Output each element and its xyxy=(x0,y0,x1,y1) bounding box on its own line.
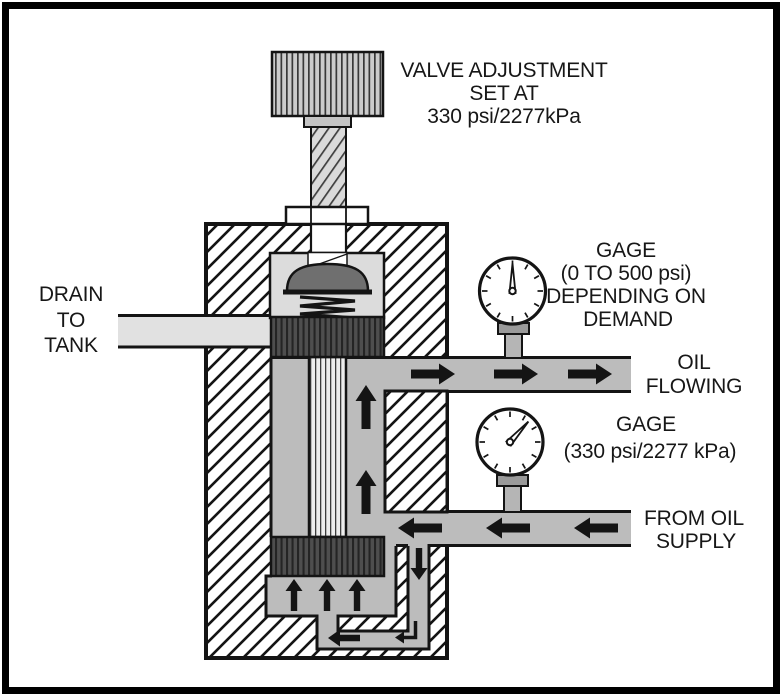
label-line: GAGE xyxy=(616,413,676,436)
label-line: GAGE xyxy=(596,239,656,262)
valve-spring xyxy=(299,295,356,320)
label-valve-adjustment: VALVE ADJUSTMENT SET AT 330 psi/2277kPa xyxy=(400,59,608,128)
label-line: SET AT xyxy=(469,82,539,105)
label-line: FROM OIL xyxy=(644,507,744,530)
label-line: VALVE ADJUSTMENT xyxy=(400,59,608,82)
adjustment-knob-assembly xyxy=(270,50,385,226)
adjustment-knob xyxy=(270,50,385,118)
threaded-stem xyxy=(310,126,347,208)
label-line: FLOWING xyxy=(646,375,743,398)
spool-piston xyxy=(307,355,348,539)
gauge-supply xyxy=(475,407,545,513)
label-line: DEMAND xyxy=(583,308,673,331)
drain-pipe xyxy=(118,314,272,349)
label-line: (330 psi/2277 kPa) xyxy=(564,440,737,463)
flow-arrow-bend xyxy=(395,621,418,644)
label-gage-supply: GAGE (330 psi/2277 kPa) xyxy=(564,413,737,463)
label-line: DEPENDING ON xyxy=(546,285,706,308)
label-line: TO xyxy=(57,309,85,332)
gauge-collar xyxy=(496,474,529,487)
flow-arrows xyxy=(285,363,618,647)
lower-spool-land xyxy=(269,535,386,578)
screw-bore xyxy=(309,224,348,254)
label-drain-to-tank: DRAIN TO TANK xyxy=(39,283,104,357)
locknut xyxy=(284,205,370,226)
label-line: 330 psi/2277kPa xyxy=(427,105,581,128)
gauge-demand xyxy=(477,256,548,359)
label-line: DRAIN xyxy=(39,283,103,306)
label-from-oil-supply: FROM OIL SUPPLY xyxy=(644,507,744,553)
poppet xyxy=(283,262,372,295)
label-line: TANK xyxy=(44,334,98,357)
label-line: (0 TO 500 psi) xyxy=(561,262,692,285)
label-line: SUPPLY xyxy=(656,530,736,553)
upper-spool-land xyxy=(269,315,386,359)
label-line: OIL xyxy=(677,351,710,374)
gauge-stem xyxy=(503,484,522,513)
passage-outlines xyxy=(264,356,631,651)
label-oil-flowing: OIL FLOWING xyxy=(646,351,743,398)
label-gage-demand: GAGE (0 TO 500 psi) DEPENDING ON DEMAND xyxy=(546,239,706,331)
gauge-stem xyxy=(504,331,523,359)
knob-collar xyxy=(303,115,352,128)
body-island xyxy=(383,389,449,514)
